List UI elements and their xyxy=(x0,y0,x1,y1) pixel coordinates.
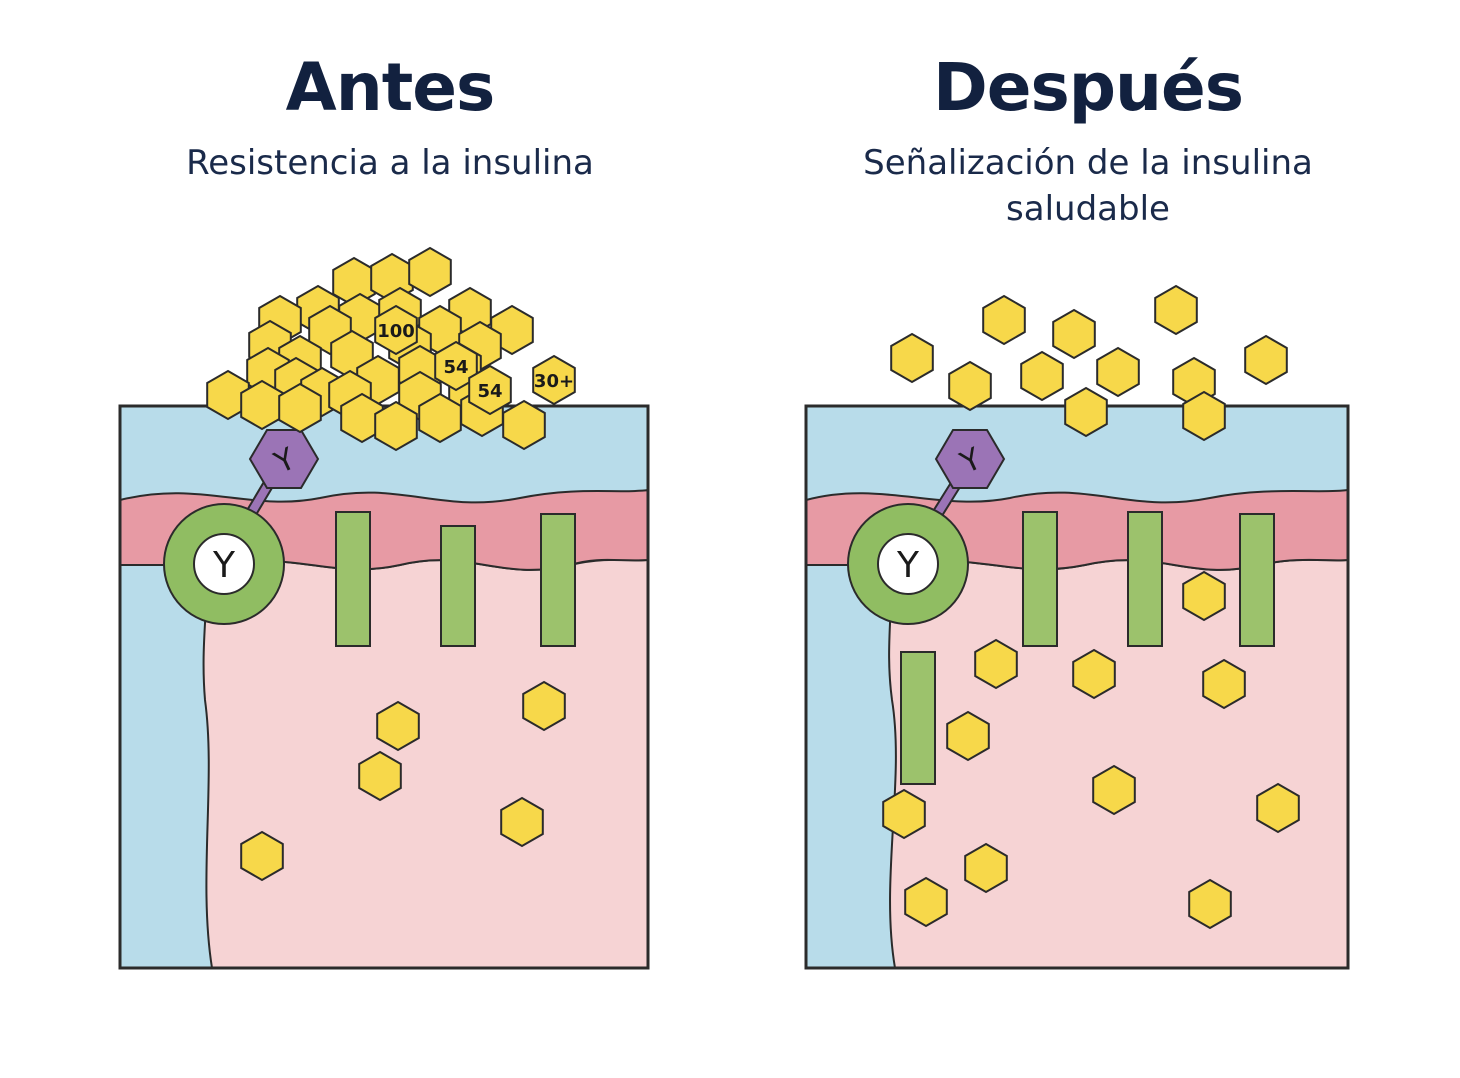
glucose-molecule-before xyxy=(434,340,478,392)
glucose-count-labels: 100 54 54 30+ xyxy=(377,321,574,402)
glucose-molecule-after xyxy=(1182,570,1226,622)
cell-before xyxy=(120,406,648,968)
glucose-count-label: 54 xyxy=(477,381,502,402)
glucose-molecule-before xyxy=(376,700,420,752)
glucose-molecule-before xyxy=(358,750,402,802)
glucose-molecule-after xyxy=(1182,390,1226,442)
title-before: Antes xyxy=(285,49,496,126)
glucose-molecule-after xyxy=(1092,764,1136,816)
glucose-molecule-before xyxy=(206,369,250,421)
cytoplasm-before xyxy=(202,558,648,968)
glucose-molecule-before xyxy=(500,796,544,848)
glucose-molecule-after xyxy=(974,638,1018,690)
subtitle-before: Resistencia a la insulina xyxy=(186,143,594,183)
glucose-molecules xyxy=(206,246,1300,930)
glucose-molecule-before xyxy=(468,364,512,416)
glucose-molecule-after xyxy=(1244,334,1288,386)
subtitle-after: Señalización de la insulina saludable xyxy=(863,143,1313,229)
glucose-molecule-after xyxy=(1020,350,1064,402)
glucose-molecule-after xyxy=(948,360,992,412)
glucose-molecule-after xyxy=(904,876,948,928)
glucose-molecule-before xyxy=(532,354,576,406)
glucose-molecule-before xyxy=(408,246,452,298)
glucose-channel-after xyxy=(1127,511,1163,647)
cytoplasm-after xyxy=(886,558,1348,968)
glucose-molecule-after xyxy=(964,842,1008,894)
glucose-channel-after xyxy=(1239,513,1275,647)
glucose-channel-after xyxy=(900,651,936,785)
glucose-molecule-after xyxy=(1202,658,1246,710)
glucose-molecule-before xyxy=(374,400,418,452)
glucose-molecule-before xyxy=(340,392,384,444)
glucose-molecule-after xyxy=(1072,648,1116,700)
glucose-count-label: 100 xyxy=(377,321,415,342)
glucose-molecule-before xyxy=(502,399,546,451)
glucose-molecule-after xyxy=(982,294,1026,346)
glucose-channel-before xyxy=(540,513,576,647)
panel-header-after: Después Señalización de la insulina salu… xyxy=(738,40,1438,232)
glucose-molecule-after xyxy=(1256,782,1300,834)
panel-header-before: Antes Resistencia a la insulina xyxy=(40,40,740,186)
receptor-symbol-before: Y xyxy=(212,545,236,586)
glucose-molecule-after xyxy=(1154,284,1198,336)
glucose-molecule-before xyxy=(374,304,418,356)
receptor-symbol-after: Y xyxy=(896,545,920,586)
glucose-count-label: 30+ xyxy=(534,371,574,392)
glucose-channel-before xyxy=(335,511,371,647)
insulin-ligand-after xyxy=(934,429,1006,489)
glucose-molecule-after xyxy=(946,710,990,762)
glucose-molecule-after xyxy=(1064,386,1108,438)
title-after: Después xyxy=(932,49,1244,126)
glucose-molecule-after xyxy=(890,332,934,384)
glucose-molecule-after xyxy=(1096,346,1140,398)
glucose-channel-before xyxy=(440,525,476,647)
cell-frame-before xyxy=(118,404,650,970)
glucose-molecule-after xyxy=(1188,878,1232,930)
glucose-molecule-before xyxy=(522,680,566,732)
glucose-molecule-after xyxy=(1052,308,1096,360)
glucose-channel-after xyxy=(1022,511,1058,647)
glucose-molecule-after xyxy=(882,788,926,840)
glucose-molecule-before xyxy=(240,830,284,882)
glucose-count-label: 54 xyxy=(443,357,468,378)
glucose-molecule-before xyxy=(278,382,322,434)
